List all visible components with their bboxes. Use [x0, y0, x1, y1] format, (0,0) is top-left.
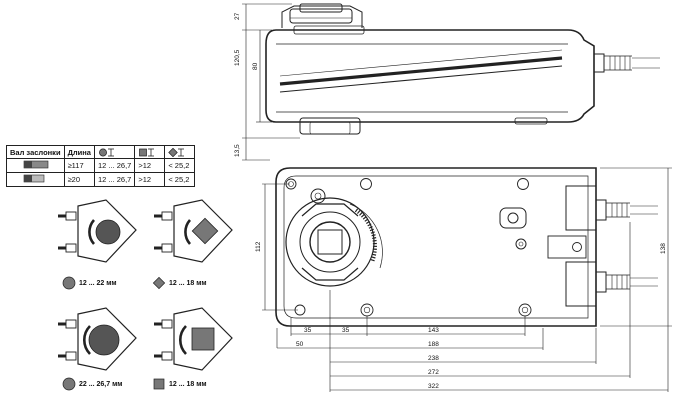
cell-round: 12 ... 26,7 [93, 158, 136, 173]
dim-side-top: 27 [234, 12, 241, 20]
dim-35b: 35 [342, 327, 350, 334]
dim-side-bottom: 13,5 [234, 144, 241, 157]
cell-length: ≥20 [63, 172, 95, 187]
cell-diag: < 25,2 [164, 172, 196, 187]
diagonal-square-shaft-icon [152, 276, 166, 290]
clamp-label-text: 12 ... 18 мм [169, 380, 207, 388]
cell-round: 12 ... 26,7 [93, 172, 136, 187]
side-view [265, 3, 660, 135]
side-dimensions [242, 3, 300, 161]
clamp-label-round-small: 12 ... 22 мм [62, 276, 117, 290]
table-row: ≥20 12 ... 26,7 >12 < 25,2 [6, 172, 196, 187]
cell-diag: < 25,2 [164, 158, 196, 173]
clamp-details [58, 199, 233, 371]
shaft-short-icon [6, 172, 65, 187]
round-shaft-icon [62, 276, 76, 290]
dim-side-height: 120,5 [234, 49, 241, 66]
plan-view [275, 167, 658, 327]
dim-overall-height: 138 [660, 243, 667, 254]
clamp-label-square-large: 12 ... 18 мм [152, 377, 207, 391]
round-shaft-icon [62, 377, 76, 391]
dim-238: 238 [428, 355, 439, 362]
dim-272: 272 [428, 369, 439, 376]
clamp-round-small [58, 199, 137, 263]
header-square-shaft-icon [134, 145, 166, 159]
dim-side-body: 80 [252, 62, 259, 70]
clamp-label-text: 12 ... 18 мм [169, 279, 207, 287]
dim-188: 188 [428, 341, 439, 348]
cell-length: ≥117 [63, 158, 95, 173]
shaft-table: Вал заслонки Длина ≥117 12 ... 26,7 >12 … [6, 145, 196, 187]
dim-143: 143 [428, 327, 439, 334]
clamp-square-small [154, 199, 233, 263]
clamp-label-round-large: 22 ... 26,7 мм [62, 377, 122, 391]
clamp-square-large [154, 307, 233, 371]
header-length: Длина [63, 145, 95, 159]
clamp-round-large [58, 307, 137, 371]
plan-dimensions [262, 167, 672, 392]
shaft-long-icon [6, 158, 65, 173]
dim-35a: 35 [304, 327, 312, 334]
cell-square: >12 [134, 158, 166, 173]
header-shaft: Вал заслонки [6, 145, 65, 159]
clamp-label-square-small: 12 ... 18 мм [152, 276, 207, 290]
table-row: ≥117 12 ... 26,7 >12 < 25,2 [6, 158, 196, 173]
table-header-row: Вал заслонки Длина [6, 145, 196, 159]
header-round-shaft-icon [93, 145, 136, 159]
dim-plan-height: 112 [255, 241, 262, 252]
square-shaft-icon [153, 378, 165, 390]
clamp-label-text: 22 ... 26,7 мм [79, 380, 123, 388]
dim-50: 50 [296, 341, 304, 348]
dim-322: 322 [428, 383, 439, 390]
clamp-label-text: 12 ... 22 мм [79, 279, 117, 287]
cell-square: >12 [134, 172, 166, 187]
header-diagonal-shaft-icon [164, 145, 196, 159]
